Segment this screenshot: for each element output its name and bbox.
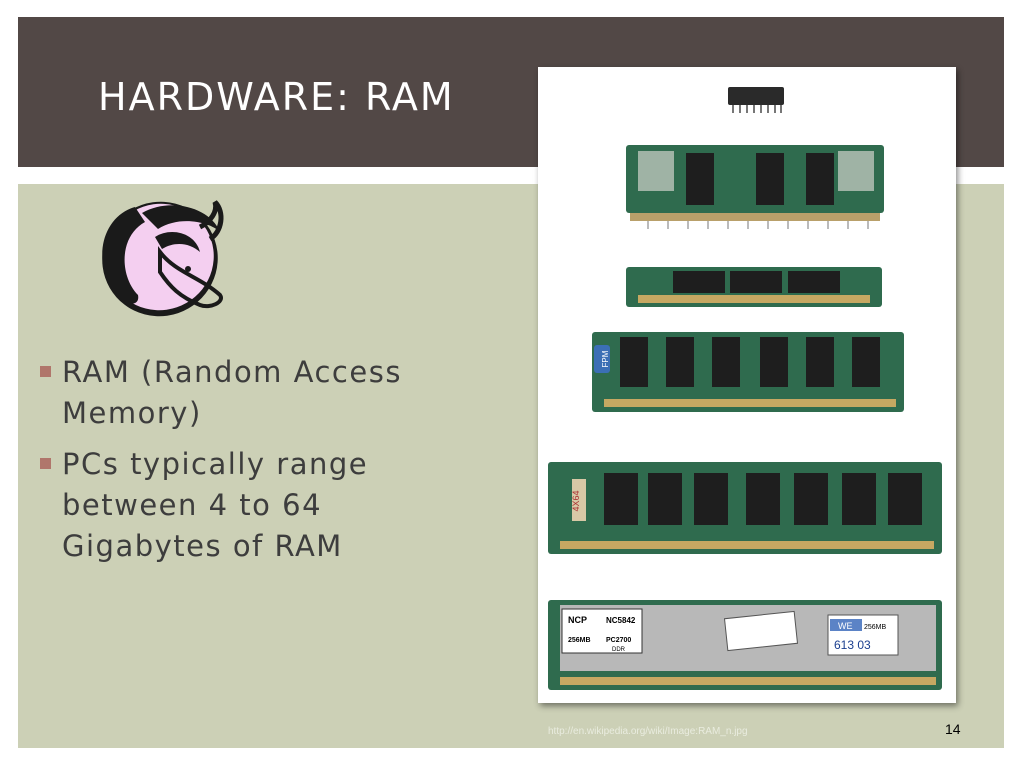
ram-photo: FPM 4X64 xyxy=(538,67,956,703)
bullet-marker xyxy=(40,366,51,377)
type-label: PC2700 xyxy=(606,637,631,644)
part-label: NC5842 xyxy=(606,616,636,625)
simm-72pin-fpm-module: FPM xyxy=(592,332,904,412)
ram-head-icon xyxy=(102,200,224,317)
bullet-text: RAM (Random Access Memory) xyxy=(62,355,402,430)
slide: HARDWARE: RAM RAM (Random Access Memory)… xyxy=(18,17,1004,748)
bullet-item: RAM (Random Access Memory) xyxy=(38,352,458,434)
we-code-label: 613 03 xyxy=(834,638,871,652)
bullet-list: RAM (Random Access Memory) PCs typically… xyxy=(38,352,458,577)
bullet-item: PCs typically range between 4 to 64 Giga… xyxy=(38,444,458,567)
we-size-label: 256MB xyxy=(864,624,887,631)
bullet-marker xyxy=(40,458,51,469)
slide-title: HARDWARE: RAM xyxy=(98,75,455,119)
fpm-label: FPM xyxy=(601,350,610,367)
size-label: 256MB xyxy=(568,637,591,644)
simm-30pin-module xyxy=(626,267,882,307)
we-label: WE xyxy=(838,621,853,631)
sipp-module xyxy=(626,145,884,229)
bullet-text: PCs typically range between 4 to 64 Giga… xyxy=(62,447,369,563)
slide-number: 14 xyxy=(945,721,961,737)
ncp-label: NCP xyxy=(568,615,587,625)
dip-chip xyxy=(728,87,784,113)
ram-modules-illustration: FPM 4X64 xyxy=(548,87,942,690)
dimm-4x64-label: 4X64 xyxy=(571,490,581,511)
photo-source-caption: http://en.wikipedia.org/wiki/Image:RAM_n… xyxy=(548,726,748,737)
sdram-dimm-module: 4X64 xyxy=(548,462,942,554)
ddr-dimm-module: NCP NC5842 256MB PC2700 DDR WE 256MB 613… xyxy=(548,600,942,690)
ddr-label: DDR xyxy=(612,647,626,653)
